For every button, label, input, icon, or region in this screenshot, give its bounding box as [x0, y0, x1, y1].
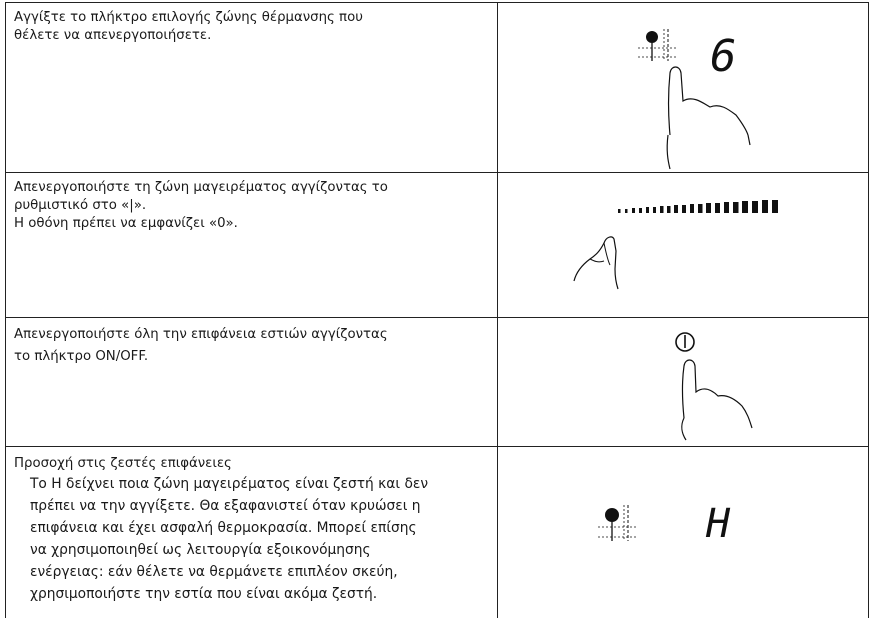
power-button-finger-icon [675, 332, 753, 441]
instruction-line: το πλήκτρο ON/OFF. [14, 349, 149, 364]
table-row: Προσοχή στις ζεστές επιφάνειες Το H δείχ… [5, 446, 869, 618]
instruction-line: Αγγίξτε το πλήκτρο επιλογής ζώνης θέρμαν… [14, 10, 363, 25]
warning-line: χρησιμοποιήστε την εστία που είναι ακόμα… [30, 586, 378, 602]
warning-line: πρέπει να την αγγίξετε. Θα εξαφανιστεί ό… [30, 498, 421, 514]
instruction-line: θέλετε να απενεργοποιήσετε. [14, 28, 212, 43]
table-row: Απενεργοποιήστε τη ζώνη μαγειρέματος αγγ… [5, 172, 869, 317]
power-icon [675, 332, 695, 352]
instruction-cell: Απενεργοποιήστε όλη την επιφάνεια εστιών… [6, 318, 498, 446]
instruction-line: Η οθόνη πρέπει να εμφανίζει «0». [14, 216, 238, 231]
zone-indicator-icon: H [598, 501, 731, 547]
display-digit: 6 [710, 31, 737, 82]
illustration-cell: H [498, 447, 868, 618]
warning-line: να χρησιμοποιηθεί ως λειτουργία εξοικονό… [30, 542, 371, 558]
illustration-cell: 6 [498, 3, 868, 172]
warning-line: Το H δείχνει ποια ζώνη μαγειρέματος είνα… [30, 476, 429, 492]
instruction-cell: Απενεργοποιήστε τη ζώνη μαγειρέματος αγγ… [6, 173, 498, 317]
table-row: Απενεργοποιήστε όλη την επιφάνεια εστιών… [5, 317, 869, 446]
illustration-cell [498, 318, 868, 446]
warning-line: επιφάνεια και έχει ασφαλή θερμοκρασία. Μ… [30, 520, 417, 536]
illustration-cell [498, 173, 868, 317]
instruction-line: Απενεργοποιήστε όλη την επιφάνεια εστιών… [14, 327, 388, 342]
warning-heading: Προσοχή στις ζεστές επιφάνειες [14, 456, 232, 471]
zone-indicator-finger-icon: 6 [638, 29, 751, 170]
warning-line: ενέργειας: εάν θέλετε να θερμάνετε επιπλ… [30, 564, 398, 580]
instruction-cell: Αγγίξτε το πλήκτρο επιλογής ζώνης θέρμαν… [6, 3, 498, 172]
display-digit: H [705, 501, 731, 547]
instruction-line: Απενεργοποιήστε τη ζώνη μαγειρέματος αγγ… [14, 180, 388, 195]
table-row: Αγγίξτε το πλήκτρο επιλογής ζώνης θέρμαν… [5, 2, 869, 172]
instruction-cell: Προσοχή στις ζεστές επιφάνειες Το H δείχ… [6, 447, 498, 618]
instruction-line: ρυθμιστικό στο «|». [14, 198, 147, 213]
slider-finger-icon [573, 200, 778, 290]
